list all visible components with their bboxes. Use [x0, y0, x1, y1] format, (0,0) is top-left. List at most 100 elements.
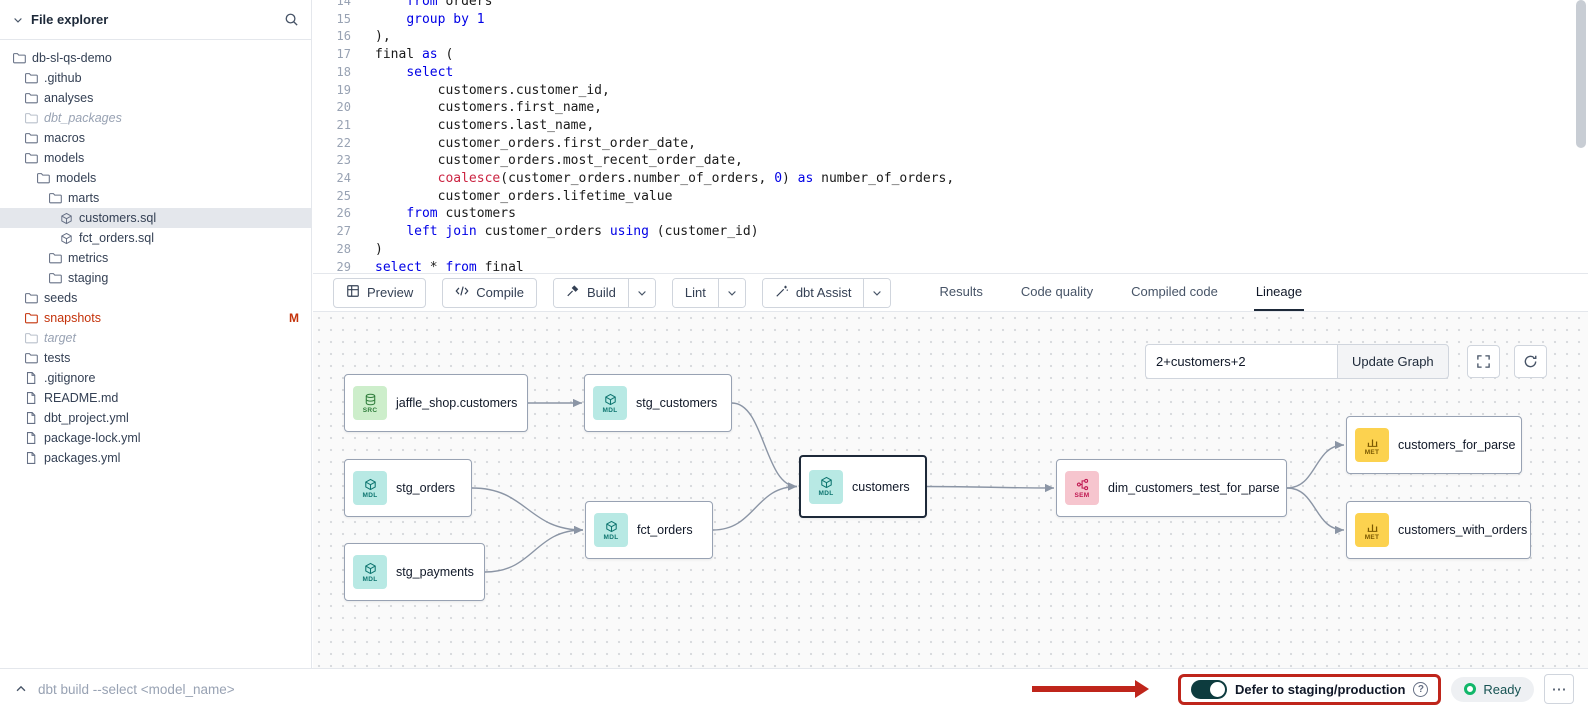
edge-dim_customers_test_for_parse-to-customers_for_parse [1286, 440, 1345, 489]
tree-item-metrics[interactable]: metrics [0, 248, 311, 268]
code-line-15[interactable]: 15 group by 1 [313, 11, 1588, 29]
tree-item-analyses[interactable]: analyses [0, 88, 311, 108]
code-line-24[interactable]: 24 coalesce(customer_orders.number_of_or… [313, 170, 1588, 188]
code-line-28[interactable]: 28) [313, 241, 1588, 259]
tree-item-models[interactable]: models [0, 148, 311, 168]
tree-item-seeds[interactable]: seeds [0, 288, 311, 308]
result-tabs: Results Code quality Compiled code Lineage [937, 274, 1305, 311]
build-dropdown-button[interactable] [628, 278, 655, 307]
cube-icon [604, 393, 617, 406]
lineage-selector-input[interactable] [1145, 344, 1337, 379]
tab-code-quality[interactable]: Code quality [1020, 284, 1094, 299]
tree-item-macros[interactable]: macros [0, 128, 311, 148]
tree-item-label: staging [68, 271, 109, 285]
defer-toggle[interactable] [1190, 679, 1227, 699]
build-split-button: Build [552, 277, 656, 308]
line-number: 29 [336, 259, 351, 273]
code-line-25[interactable]: 25 customer_orders.lifetime_value [313, 188, 1588, 206]
code-text: customers.first_name, [375, 100, 602, 116]
code-line-26[interactable]: 26 from customers [313, 205, 1588, 223]
edge-fct_orders-to-customers [712, 482, 798, 531]
line-number: 18 [336, 64, 351, 79]
tree-item-dbt-packages[interactable]: dbt_packages [0, 108, 311, 128]
tree-item-gitignore[interactable]: .gitignore [0, 368, 311, 388]
lint-split-button: Lint [671, 277, 746, 308]
compile-button[interactable]: Compile [442, 277, 537, 308]
lineage-canvas[interactable]: Update Graph SRCjaffle_shop.customersMDL… [313, 312, 1588, 668]
code-line-21[interactable]: 21 customers.last_name, [313, 117, 1588, 135]
tree-item-tests[interactable]: tests [0, 348, 311, 368]
node-label: customers_with_orders [1398, 523, 1528, 537]
tab-compiled-code[interactable]: Compiled code [1131, 284, 1218, 299]
code-line-18[interactable]: 18 select [313, 64, 1588, 82]
preview-button[interactable]: Preview [333, 277, 427, 308]
chevron-up-icon[interactable] [14, 682, 28, 696]
tab-results[interactable]: Results [939, 284, 983, 299]
tree-item-staging[interactable]: staging [0, 268, 311, 288]
toggle-knob [1209, 681, 1225, 697]
help-icon[interactable]: ? [1413, 681, 1429, 697]
code-line-16[interactable]: 16), [313, 28, 1588, 46]
refresh-button[interactable] [1513, 345, 1547, 378]
tree-item-marts[interactable]: marts [0, 188, 311, 208]
code-line-20[interactable]: 20 customers.first_name, [313, 99, 1588, 117]
update-graph-button[interactable]: Update Graph [1337, 344, 1449, 379]
tree-item-db-sl-qs-demo[interactable]: db-sl-qs-demo [0, 48, 311, 68]
editor-toolbar: Preview Compile Build Lint dbt Assist Result… [313, 273, 1588, 312]
fullscreen-button[interactable] [1466, 345, 1500, 378]
tree-item-fct-orders-sql[interactable]: fct_orders.sql [0, 228, 311, 248]
line-number: 21 [336, 117, 351, 132]
tree-item-package-lock-yml[interactable]: package-lock.yml [0, 428, 311, 448]
code-icon [455, 284, 469, 301]
tree-item-github[interactable]: .github [0, 68, 311, 88]
expand-icon [1476, 354, 1491, 369]
dbt-assist-dropdown-button[interactable] [864, 278, 891, 307]
search-icon[interactable] [284, 12, 299, 27]
code-line-27[interactable]: 27 left join customer_orders using (cust… [313, 223, 1588, 241]
tree-item-label: tests [44, 351, 71, 365]
cube-icon [364, 562, 377, 575]
more-options-button[interactable]: ⋯ [1544, 674, 1574, 704]
dbt-assist-button[interactable]: dbt Assist [762, 278, 865, 307]
tree-item-target[interactable]: target [0, 328, 311, 348]
tree-item-dbt-project-yml[interactable]: dbt_project.yml [0, 408, 311, 428]
chevron-down-icon[interactable] [12, 14, 24, 26]
tree-item-packages-yml[interactable]: packages.yml [0, 448, 311, 468]
tab-lineage[interactable]: Lineage [1253, 274, 1305, 311]
code-line-22[interactable]: 22 customer_orders.first_order_date, [313, 135, 1588, 153]
lint-dropdown-button[interactable] [718, 278, 745, 307]
folder-icon [48, 271, 62, 285]
code-line-14[interactable]: 14 from orders [313, 0, 1588, 11]
lint-button[interactable]: Lint [672, 278, 719, 307]
tree-item-customers-sql[interactable]: customers.sql [0, 208, 311, 228]
refresh-icon [1523, 354, 1538, 369]
code-line-19[interactable]: 19 customers.customer_id, [313, 82, 1588, 100]
status-ready-button[interactable]: Ready [1451, 676, 1534, 702]
code-line-23[interactable]: 23 customer_orders.most_recent_order_dat… [313, 152, 1588, 170]
tree-item-models[interactable]: models [0, 168, 311, 188]
node-label: fct_orders [637, 523, 693, 537]
build-button[interactable]: Build [553, 278, 629, 307]
editor-scrollbar[interactable] [1576, 0, 1586, 148]
folder-icon [24, 91, 38, 105]
line-number: 20 [336, 100, 351, 115]
code-text: customer_orders.most_recent_order_date, [375, 153, 743, 169]
command-input[interactable] [38, 681, 1022, 697]
defer-label: Defer to staging/production [1234, 681, 1406, 697]
tree-item-readme-md[interactable]: README.md [0, 388, 311, 408]
